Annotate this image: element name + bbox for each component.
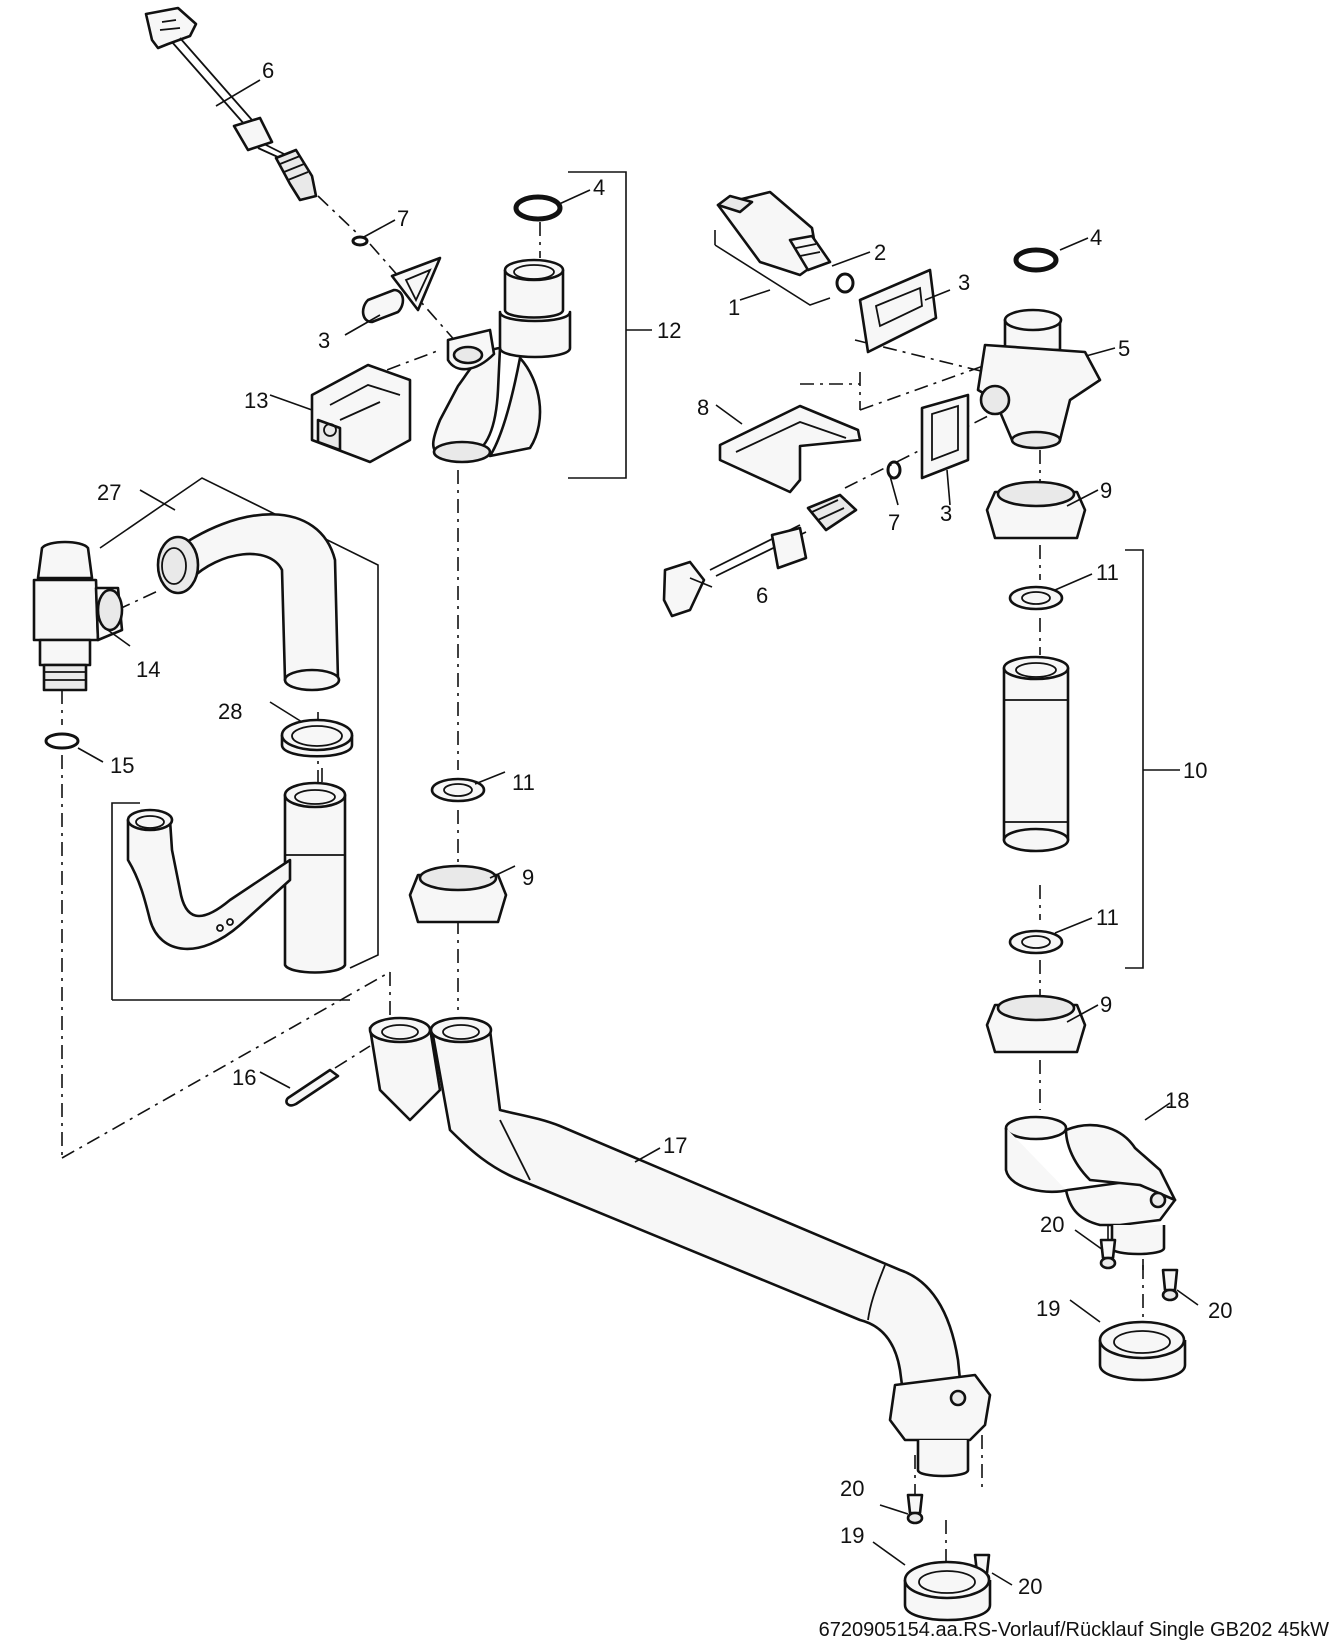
callout-3-right-bottom: 3 (940, 501, 952, 526)
callout-7-top: 7 (397, 206, 409, 231)
callout-11-right-bottom: 11 (1096, 905, 1119, 930)
condensate-siphon-upper (156, 513, 341, 692)
callout-9-center: 9 (522, 865, 534, 890)
assembly-axes (61, 195, 1144, 1575)
callout-8: 8 (697, 395, 709, 420)
center-washer-nut (408, 777, 508, 924)
callout-11-right-top: 11 (1096, 560, 1119, 585)
figure-caption: 6720905154.aa.RS-Vorlauf/Rücklauf Single… (819, 1619, 1329, 1641)
leader-lines (77, 79, 1199, 1586)
retaining-clip-8 (718, 404, 862, 494)
callout-16: 16 (232, 1065, 256, 1090)
callout-28: 28 (218, 699, 242, 724)
safety-valve (32, 540, 124, 692)
mounting-clip-13 (310, 363, 412, 464)
pressure-sensor (716, 190, 832, 277)
callout-20-c: 20 (840, 1476, 864, 1501)
return-flange-elbow (1004, 1115, 1177, 1256)
callout-20-d: 20 (1018, 1574, 1042, 1599)
supply-manifold-pipe (368, 1016, 992, 1478)
clip-3-left (361, 256, 442, 324)
condensate-siphon-lower (126, 781, 347, 974)
supply-elbow-fitting (431, 258, 572, 464)
callout-9-right-bottom: 9 (1100, 992, 1112, 1017)
callout-numbers: 6 7 3 4 12 13 14 15 28 27 11 9 16 17 1 2… (97, 58, 1232, 1599)
callout-11-center: 11 (512, 770, 535, 795)
securing-pin-16 (285, 1068, 340, 1107)
callout-5: 5 (1118, 336, 1130, 361)
callout-18: 18 (1165, 1088, 1189, 1113)
group-brackets (99, 171, 1144, 1001)
temperature-sensor-right (662, 493, 858, 618)
callout-4-right: 4 (1090, 225, 1102, 250)
temperature-sensor-left (144, 6, 318, 202)
callout-6-right: 6 (756, 583, 768, 608)
callout-3-left: 3 (318, 328, 330, 353)
callout-3-right-top: 3 (958, 270, 970, 295)
callout-2: 2 (874, 240, 886, 265)
callout-13: 13 (244, 388, 268, 413)
washer-15 (44, 732, 80, 750)
gaskets-19 (903, 1320, 1187, 1622)
callout-4-left: 4 (593, 175, 605, 200)
pump-connector-block (976, 308, 1102, 450)
callout-12: 12 (657, 318, 681, 343)
callout-15: 15 (110, 753, 134, 778)
callout-6-top: 6 (262, 58, 274, 83)
callout-14: 14 (136, 657, 160, 682)
callout-10: 10 (1183, 758, 1207, 783)
callout-20-a: 20 (1040, 1212, 1064, 1237)
small-rings (351, 194, 1059, 480)
callout-20-b: 20 (1208, 1298, 1232, 1323)
clips-3-right (858, 268, 970, 480)
callout-7-right: 7 (888, 510, 900, 535)
return-pipe-column (985, 480, 1087, 1054)
callout-19-right: 19 (1036, 1296, 1060, 1321)
seal-ring-28 (280, 718, 354, 758)
callout-9-right-top: 9 (1100, 478, 1112, 503)
callout-1: 1 (728, 295, 740, 320)
callout-17: 17 (663, 1133, 687, 1158)
callout-27: 27 (97, 480, 121, 505)
callout-19-bottom: 19 (840, 1523, 864, 1548)
